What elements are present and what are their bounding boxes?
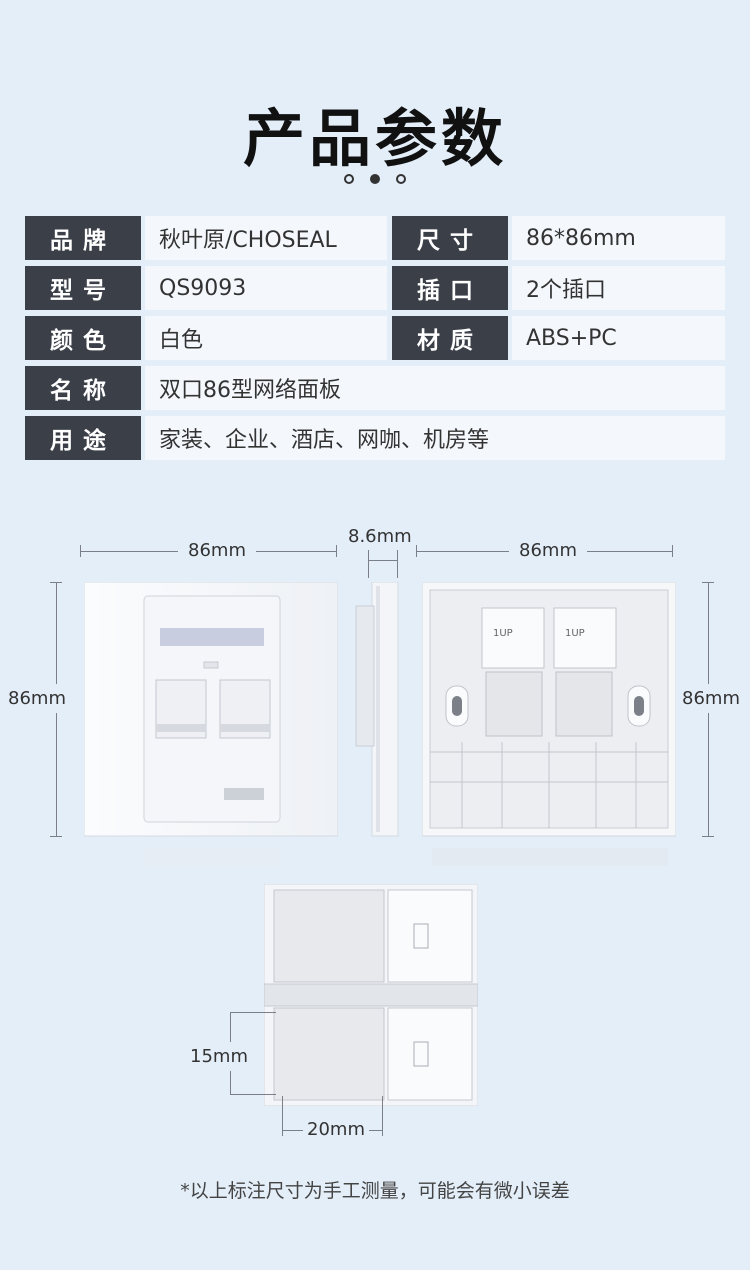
module-label: 1UP <box>565 628 585 639</box>
indicator-dot <box>344 174 354 184</box>
spec-label: 名称 <box>25 366 141 410</box>
spec-label: 插口 <box>392 266 508 310</box>
spec-row-usage: 用途 家装、企业、酒店、网咖、机房等 <box>25 416 725 460</box>
indicator-dot <box>396 174 406 184</box>
module-label: 1UP <box>493 628 513 639</box>
dim-port-height: 15mm <box>190 1042 248 1071</box>
spec-label: 品牌 <box>25 216 141 260</box>
dim-back-width: 86mm <box>509 540 587 561</box>
page-indicator <box>0 174 750 184</box>
page-title: 产品参数 <box>242 102 507 175</box>
spec-value: 家装、企业、酒店、网咖、机房等 <box>145 416 725 460</box>
dim-back-height: 86mm <box>682 684 740 713</box>
spec-value: 双口86型网络面板 <box>145 366 725 410</box>
panel-side-image <box>355 582 399 837</box>
panel-front-image <box>84 582 338 866</box>
spec-label: 用途 <box>25 416 141 460</box>
spec-value: 2个插口 <box>512 266 725 310</box>
spec-row-name: 名称 双口86型网络面板 <box>25 366 725 410</box>
spec-label: 材质 <box>392 316 508 360</box>
spec-value: ABS+PC <box>512 316 725 360</box>
spec-row-brand: 品牌 秋叶原/CHOSEAL 尺寸 86*86mm <box>25 216 725 260</box>
dim-front-height: 86mm <box>8 684 66 713</box>
measurement-note: *以上标注尺寸为手工测量，可能会有微小误差 <box>180 1180 570 1202</box>
spec-row-color: 颜色 白色 材质 ABS+PC <box>25 316 725 360</box>
indicator-dot-active <box>370 174 380 184</box>
spec-label: 尺寸 <box>392 216 508 260</box>
spec-value: 86*86mm <box>512 216 725 260</box>
spec-value: 秋叶原/CHOSEAL <box>145 216 387 260</box>
spec-label: 颜色 <box>25 316 141 360</box>
panel-back-image <box>422 582 676 866</box>
dim-thickness: 8.6mm <box>348 526 412 547</box>
spec-label: 型号 <box>25 266 141 310</box>
spec-value: QS9093 <box>145 266 387 310</box>
dim-front-width: 86mm <box>178 540 256 561</box>
module-closeup-image <box>264 884 478 1106</box>
spec-row-model: 型号 QS9093 插口 2个插口 <box>25 266 725 310</box>
dim-port-width: 20mm <box>303 1119 369 1140</box>
spec-value: 白色 <box>145 316 387 360</box>
